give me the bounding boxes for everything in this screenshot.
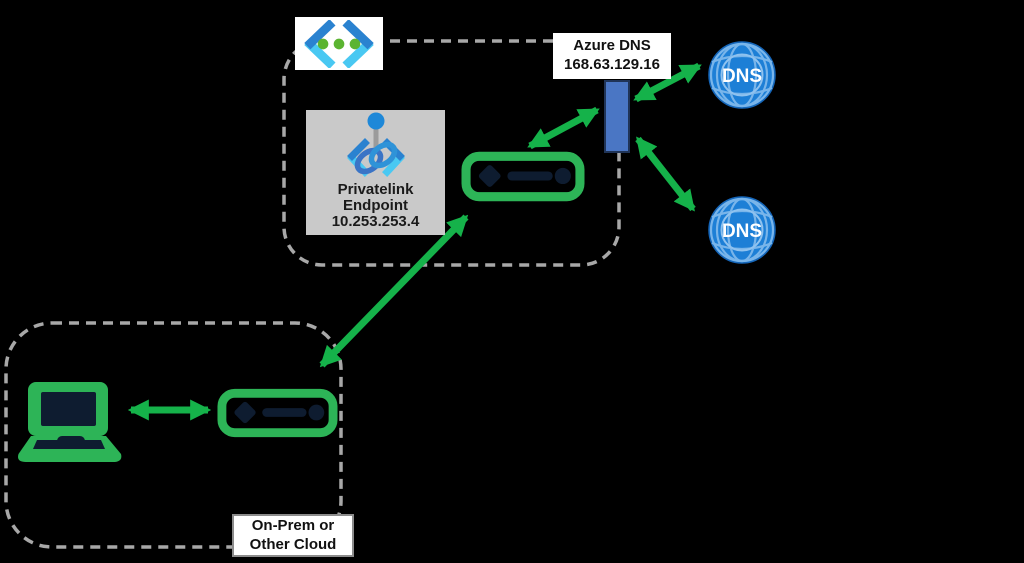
virtual-network-icon-card xyxy=(295,17,383,70)
onprem-line1: On-Prem or xyxy=(251,516,335,534)
azure-dns-ip: 168.63.129.16 xyxy=(564,56,660,73)
arrow-azure-dns-to-public-dns-bottom xyxy=(635,136,696,212)
azure-dns-name: Azure DNS xyxy=(573,37,651,55)
onprem-dashed-boundary xyxy=(4,321,343,549)
globe-graticule-icon xyxy=(709,197,775,263)
azure-dns-service-bar xyxy=(604,80,630,153)
dns-globe-label: DNS xyxy=(722,221,762,242)
vnet-dns-forwarder-icon xyxy=(461,151,585,202)
privatelink-line2: Endpoint xyxy=(343,197,408,214)
privatelink-ip: 10.253.253.4 xyxy=(331,213,420,230)
chain-link-icon xyxy=(354,141,397,175)
public-dns-globe-icon-top: DNS xyxy=(708,41,776,109)
onprem-dns-server-icon xyxy=(217,388,338,438)
arrow-vnet-device-to-azure-dns xyxy=(527,106,600,150)
virtual-network-icon xyxy=(304,19,374,68)
arrow-onprem-device-to-vnet-device xyxy=(319,214,469,368)
arrow-azure-dns-to-public-dns-top xyxy=(633,62,702,103)
vnet-dot-icon xyxy=(317,38,329,49)
azure-dns-label: Azure DNS 168.63.129.16 xyxy=(553,33,671,79)
globe-graticule-icon xyxy=(709,42,775,108)
dns-globe-label: DNS xyxy=(722,66,762,87)
endpoint-pin-icon xyxy=(367,112,384,130)
onprem-line2: Other Cloud xyxy=(249,535,337,553)
onprem-label: On-Prem or Other Cloud xyxy=(232,514,354,557)
vnet-dot-icon xyxy=(349,38,361,49)
private-endpoint-card: Privatelink Endpoint 10.253.253.4 xyxy=(306,110,445,235)
private-endpoint-icon xyxy=(346,112,405,177)
vnet-dot-icon xyxy=(333,38,345,49)
privatelink-line1: Privatelink xyxy=(337,181,414,198)
public-dns-globe-icon-bottom: DNS xyxy=(708,196,776,264)
laptop-icon xyxy=(18,382,122,462)
